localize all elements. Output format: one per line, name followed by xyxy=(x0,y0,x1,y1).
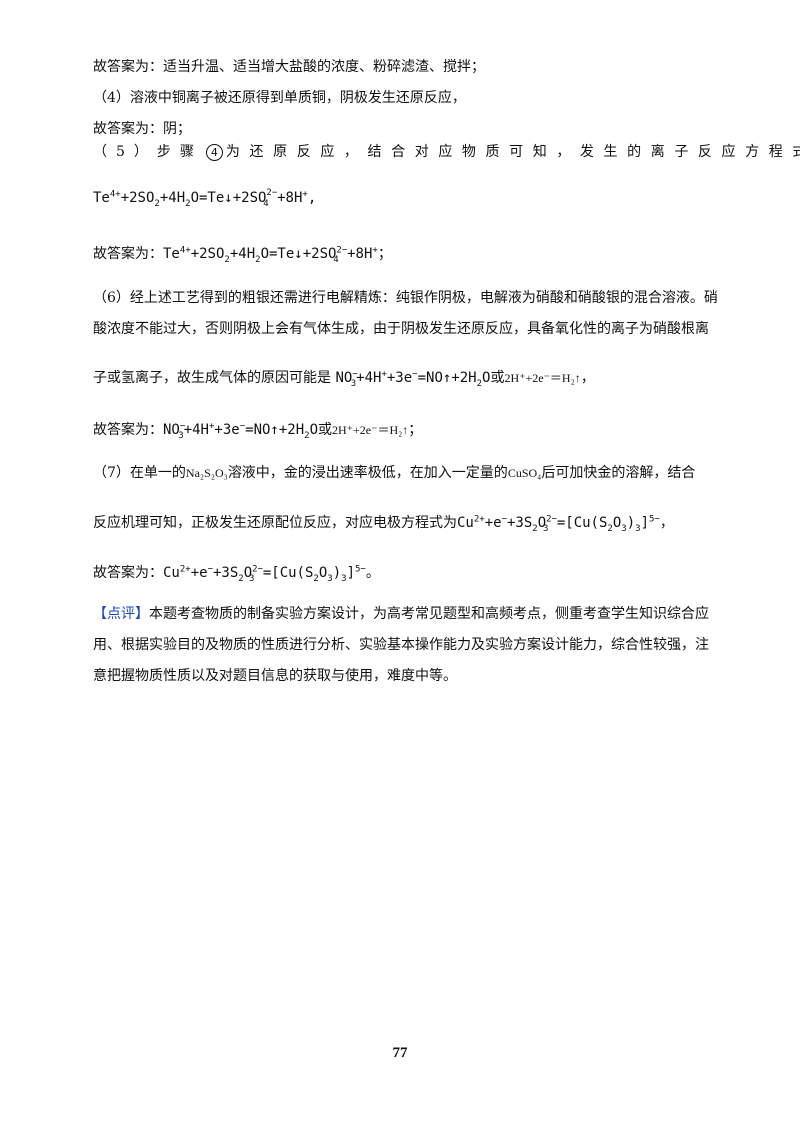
text: 故答案为：阴； xyxy=(93,121,191,137)
text: 反应机理可知，正极发生还原配位反应，对应电极方程式为 xyxy=(93,515,457,531)
equation-cu: Cu2++e−+3S2O2−3 =[Cu(S2O3)3]5− xyxy=(457,514,660,534)
formula-na2s2o3: Na₂S₂O₃ xyxy=(185,466,228,480)
comment-tag: 【点评】 xyxy=(93,606,149,622)
text: ； xyxy=(408,422,423,438)
text: 意把握物质性质以及对题目信息的获取与使用，难度中等。 xyxy=(93,668,457,684)
comment-line-1: 【点评】本题考查物质的制备实验方案设计，为高考常见题型和高频考点，侧重考查学生知… xyxy=(93,603,709,623)
text: 子或氢离子，故生成气体的原因可能是 xyxy=(93,370,331,386)
part-7-line-1: （7）在单一的Na₂S₂O₃溶液中，金的浸出速率极低，在加入一定量的CuSO₄后… xyxy=(93,462,695,482)
answer-line-5: 故答案为：Te4++2SO2+4H2O=Te↓+2SO2−4 +8H+； xyxy=(93,243,392,265)
answer-line-6: 故答案为：NO−3+4H++3e−=NO↑+2H2O或2H⁺+2e⁻＝H₂↑； xyxy=(93,419,423,441)
text: ， xyxy=(659,515,674,531)
text: 酸浓度不能过大，否则阴极上会有气体生成，由于阴极发生还原反应，具备氧化性的离子为… xyxy=(93,321,709,337)
equation-te: Te4++2SO2+4H2O=Te↓+2SO2−4 +8H+, xyxy=(93,188,317,209)
text: 。 xyxy=(365,565,380,581)
equation-h2-answer: 2H⁺+2e⁻＝H₂↑ xyxy=(332,423,409,437)
formula-cuso4: CuSO₄ xyxy=(507,466,542,480)
text: 溶液中，金的浸出速率极低，在加入一定量的 xyxy=(227,465,508,481)
equation-no3: NO−3+4H++3e−=NO↑+2H2O xyxy=(335,369,491,389)
answer-line-7: 故答案为：Cu2++e−+3S2O2−3 =[Cu(S2O3)3]5−。 xyxy=(93,562,380,584)
answer-line-4: 故答案为：阴； xyxy=(93,118,191,138)
text: 本题考查物质的制备实验方案设计，为高考常见题型和高频考点，侧重考查学生知识综合应 xyxy=(149,606,709,622)
text: 故答案为： xyxy=(93,565,163,581)
equation-no3-answer: NO−3+4H++3e−=NO↑+2H2O xyxy=(163,421,319,441)
comment-line-3: 意把握物质性质以及对题目信息的获取与使用，难度中等。 xyxy=(93,665,457,685)
text: 故答案为：适当升温、适当增大盐酸的浓度、粉碎滤渣、搅拌； xyxy=(93,59,485,75)
step-number-circle: 4 xyxy=(205,144,223,161)
text: 后可加快金的溶解，结合 xyxy=(541,465,696,481)
part-7-line-2: 反应机理可知，正极发生还原配位反应，对应电极方程式为Cu2++e−+3S2O2−… xyxy=(93,512,674,534)
equation-h2: 2H⁺+2e⁻＝H₂↑ xyxy=(504,371,581,385)
te-equation-line: Te4++2SO2+4H2O=Te↓+2SO2−4 +8H+, xyxy=(93,188,317,209)
text: ， xyxy=(580,370,595,386)
equation-te-answer: Te4++2SO2+4H2O=Te↓+2SO2−4 +8H+ xyxy=(163,245,378,265)
text: 故答案为： xyxy=(93,246,163,262)
answer-line-3: 故答案为：适当升温、适当增大盐酸的浓度、粉碎滤渣、搅拌； xyxy=(93,56,485,76)
page-number: 77 xyxy=(392,1045,408,1061)
part-6-line-2: 酸浓度不能过大，否则阴极上会有气体生成，由于阴极发生还原反应，具备氧化性的离子为… xyxy=(93,318,709,338)
text: （4）溶液中铜离子被还原得到单质铜，阴极发生还原反应， xyxy=(93,90,466,106)
text: 为还原反应，结合对应物质可知，发生的离子反应方程式为 xyxy=(225,144,800,160)
text: ； xyxy=(377,246,392,262)
part-6-line-3: 子或氢离子，故生成气体的原因可能是 NO−3+4H++3e−=NO↑+2H2O或… xyxy=(93,367,595,389)
text: （6）经上述工艺得到的粗银还需进行电解精炼：纯银作阴极，电解液为硝酸和硝酸银的混… xyxy=(93,290,718,306)
text: 故答案为： xyxy=(93,422,163,438)
text: 或 xyxy=(318,422,333,438)
comment-line-2: 用、根据实验目的及物质的性质进行分析、实验基本操作能力及实验方案设计能力，综合性… xyxy=(93,634,709,654)
part-4-line: （4）溶液中铜离子被还原得到单质铜，阴极发生还原反应， xyxy=(93,87,466,107)
text: 或 xyxy=(490,370,505,386)
text: 用、根据实验目的及物质的性质进行分析、实验基本操作能力及实验方案设计能力，综合性… xyxy=(93,637,709,653)
text: （7）在单一的 xyxy=(93,465,186,481)
equation-cu-answer: Cu2++e−+3S2O2−3 =[Cu(S2O3)3]5− xyxy=(163,564,366,584)
part-6-line-1: （6）经上述工艺得到的粗银还需进行电解精炼：纯银作阴极，电解液为硝酸和硝酸银的混… xyxy=(93,287,718,307)
